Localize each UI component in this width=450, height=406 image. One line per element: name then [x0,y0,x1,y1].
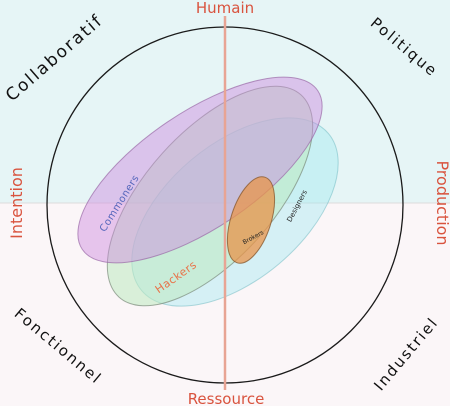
axis-label-right: Production [433,160,450,245]
brokers-ellipse [226,176,276,264]
axis-label-bottom: Ressource [188,390,265,406]
axis-label-left: Intention [7,167,26,239]
axis-label-top: Humain [196,0,254,17]
